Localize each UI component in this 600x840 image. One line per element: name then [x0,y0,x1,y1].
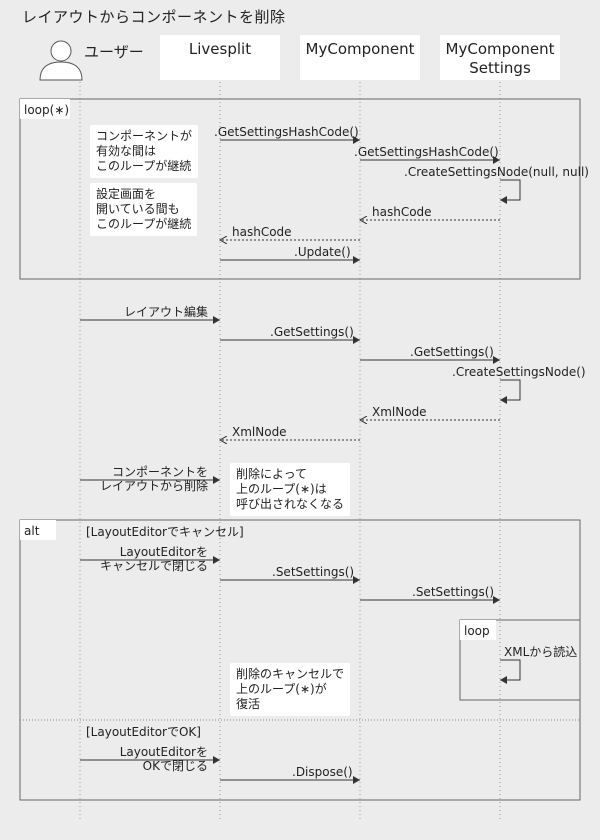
msg-label-m11: XmlNode [372,405,427,419]
msg-label-m7: レイアウト編集 [124,305,209,319]
msg-label-line: LayoutEditorを [119,745,208,759]
note-line: 削除によって [236,467,308,481]
msg-label-line: コンポーネントを [111,465,208,479]
msg-label-m19: .Dispose() [292,765,353,779]
note-line: 設定画面を [96,187,157,201]
msg-label-m10: .CreateSettingsNode() [452,365,586,379]
note-line: 上のループ(∗)が [236,682,327,696]
participant-livesplit-label: Livesplit [188,40,252,58]
participant-settings-label-2: Settings [469,59,531,77]
msg-m10 [500,379,521,404]
msg-label-m4: hashCode [372,205,432,219]
alt-guard-cancel: [LayoutEditorでキャンセル] [86,525,244,539]
actor-user-label: ユーザー [84,43,144,61]
note-line: 有効な間は [96,144,157,158]
msg-label-m17: XMLから読込 [504,645,578,659]
user-actor-icon [39,40,83,81]
loop-frame-2 [459,619,581,701]
note-line: 呼び出されなくなる [236,497,345,511]
msg-label-line: OKで閉じる [142,759,208,773]
msg-label-m12: XmlNode [232,425,287,439]
msg-m3 [500,179,521,204]
note-component-active: コンポーネントが 有効な間は このループが継続 [90,125,199,178]
note-loop-stops: 削除によって 上のループ(∗)は 呼び出されなくなる [230,463,351,516]
note-line: 開いている間も [96,202,180,216]
msg-m17 [500,659,521,684]
note-line: 復活 [236,697,261,711]
msg-label-m6: .Update() [294,245,351,259]
note-line: このループが継続 [96,217,192,231]
msg-label-m14: LayoutEditorを キャンセルで閉じる [96,545,208,573]
msg-label-m9: .GetSettings() [410,345,494,359]
note-line: このループが継続 [96,159,192,173]
loop-frame-1-tag: loop(∗) [24,103,70,117]
alt-frame-tag: alt [24,524,40,538]
note-line: コンポーネントが [96,129,193,143]
note-line: 上のループ(∗)は [236,482,327,496]
msg-label-m15: .SetSettings() [272,565,355,579]
msg-label-m13: コンポーネントを レイアウトから削除 [96,465,208,493]
msg-label-m1: .GetSettingsHashCode() [214,125,359,139]
alt-guard-ok: [LayoutEditorでOK] [86,725,201,739]
msg-label-m2: .GetSettingsHashCode() [354,145,499,159]
msg-label-m8: .GetSettings() [270,325,354,339]
diagram-title: レイアウトからコンポーネントを削除 [22,8,286,26]
note-loop-resumes: 削除のキャンセルで 上のループ(∗)が 復活 [230,663,351,716]
participant-mycomponent-settings: MyComponent Settings [440,35,560,80]
msg-label-line: LayoutEditorを [119,545,208,559]
participant-mycomponent-label: MyComponent [305,40,415,58]
msg-label-m18: LayoutEditorを OKで閉じる [96,745,208,773]
participant-livesplit: Livesplit [160,35,280,80]
msg-label-m5: hashCode [232,225,292,239]
msg-label-line: キャンセルで閉じる [99,559,208,573]
note-line: 削除のキャンセルで [236,667,345,681]
msg-label-m3: .CreateSettingsNode(null, null) [404,165,589,179]
msg-label-line: レイアウトから削除 [99,479,208,493]
msg-label-m16: .SetSettings() [412,585,495,599]
loop-frame-2-tag: loop [464,624,490,638]
participant-settings-label-1: MyComponent [445,40,555,58]
note-settings-open: 設定画面を 開いている間も このループが継続 [90,183,198,236]
loop-frame-1 [19,98,581,280]
participant-mycomponent: MyComponent [300,35,420,80]
